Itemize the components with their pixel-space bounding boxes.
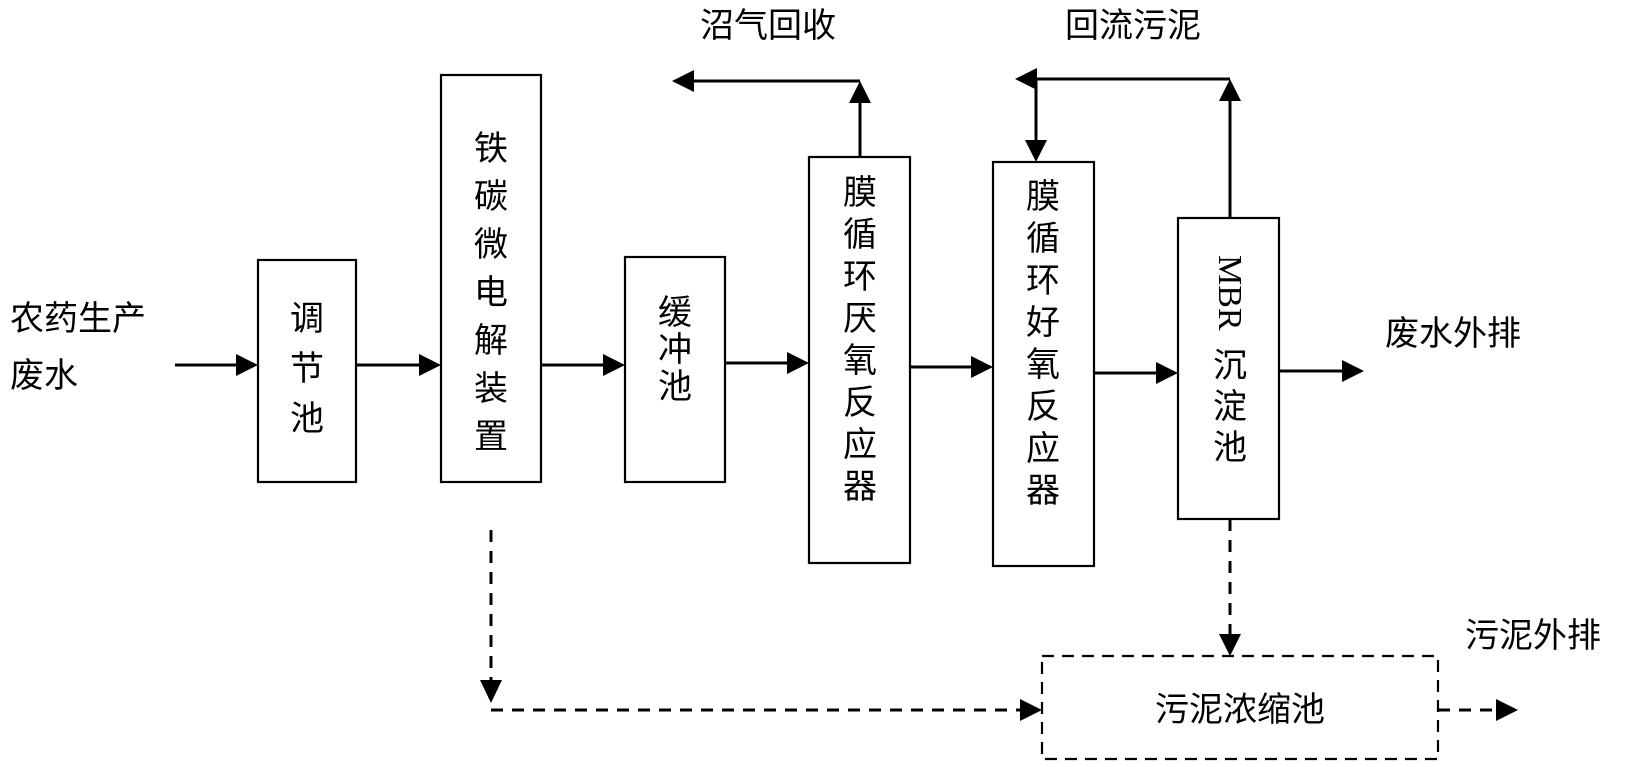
arrow-microelectrolysis-to-buffer [603,354,625,376]
aerobic-reactor-char-7: 应 [1026,429,1060,469]
aerobic-reactor-char-5: 氧 [1026,345,1060,385]
arrow-return-sludge-down [1025,140,1047,162]
anaerobic-reactor-char-7: 应 [843,425,877,465]
return-sludge-label: 回流污泥 [1065,6,1201,46]
mbr-sedimentation-char-3: 池 [1213,428,1247,468]
mbr-sedimentation-tank-box [1176,216,1281,521]
arrow-mbr-to-effluent [1342,360,1364,382]
equalization-tank-char-3: 池 [290,399,324,439]
aerobic-reactor-char-8: 器 [1026,471,1060,511]
arrow-sludge-mbr-down [1219,634,1241,656]
aerobic-reactor-char-6: 反 [1026,387,1060,427]
aerobic-reactor-char-3: 环 [1026,261,1060,301]
arrow-aerobic-to-mbr [1156,362,1178,384]
buffer-tank-box [623,255,727,484]
microelectrolysis-char-3: 微 [474,225,508,265]
mbr-sedimentation-char-1: 沉 [1213,346,1247,386]
arrow-raw-to-equalization [236,354,258,376]
arrow-sludge-microelectrolysis-down [480,680,502,703]
microelectrolysis-char-1: 铁 [474,129,508,169]
buffer-tank-char-2: 冲 [658,330,692,370]
anaerobic-reactor-char-5: 氧 [843,341,877,381]
mbr-latin-label: MBR [1211,255,1248,331]
aerobic-reactor-char-1: 膜 [1026,177,1060,217]
anaerobic-reactor-char-4: 厌 [843,299,877,339]
anaerobic-reactor-char-6: 反 [843,383,877,423]
arrow-buffer-to-anaerobic [787,352,809,374]
equalization-tank-char-1: 调 [290,299,324,339]
raw-wastewater-label-line1: 农药生产 [10,299,146,339]
membrane-anaerobic-reactor-box [807,155,912,565]
effluent-discharge-label: 废水外排 [1385,314,1521,354]
arrow-anaerobic-to-aerobic [971,356,993,378]
anaerobic-reactor-char-2: 循 [843,215,877,255]
equalization-tank-box [256,258,358,484]
microelectrolysis-char-5: 解 [474,321,508,361]
raw-wastewater-label-line2: 废水 [10,356,78,396]
aerobic-reactor-char-4: 好 [1026,303,1060,343]
microelectrolysis-char-7: 置 [474,417,508,457]
equalization-tank-char-2: 节 [290,349,324,389]
arrow-return-sludge-up [1219,79,1241,101]
anaerobic-reactor-char-3: 环 [843,257,877,297]
anaerobic-reactor-char-1: 膜 [843,173,877,213]
mbr-sedimentation-char-2: 淀 [1213,387,1247,427]
microelectrolysis-char-6: 装 [474,369,508,409]
arrow-sludge-to-thickener-right [1020,699,1042,721]
sludge-thickener-label: 污泥浓缩池 [1155,690,1325,730]
buffer-tank-char-3: 池 [658,367,692,407]
arrow-equalization-to-microelectrolysis [419,354,441,376]
arrow-sludge-discharge-right [1496,699,1518,721]
microelectrolysis-char-2: 碳 [474,177,508,217]
aerobic-reactor-char-2: 循 [1026,219,1060,259]
sludge-thickener-box [1040,654,1440,761]
anaerobic-reactor-char-8: 器 [843,467,877,507]
arrow-biogas-up [849,81,871,103]
biogas-recovery-label: 沼气回收 [700,6,836,46]
arrow-return-sludge-left [1015,68,1037,90]
sludge-discharge-label: 污泥外排 [1465,616,1601,656]
membrane-aerobic-reactor-box [991,160,1096,568]
fe-c-microelectrolysis-box [439,73,543,484]
buffer-tank-char-1: 缓 [658,293,692,333]
arrow-biogas-left [672,70,694,92]
microelectrolysis-char-4: 电 [474,273,508,313]
